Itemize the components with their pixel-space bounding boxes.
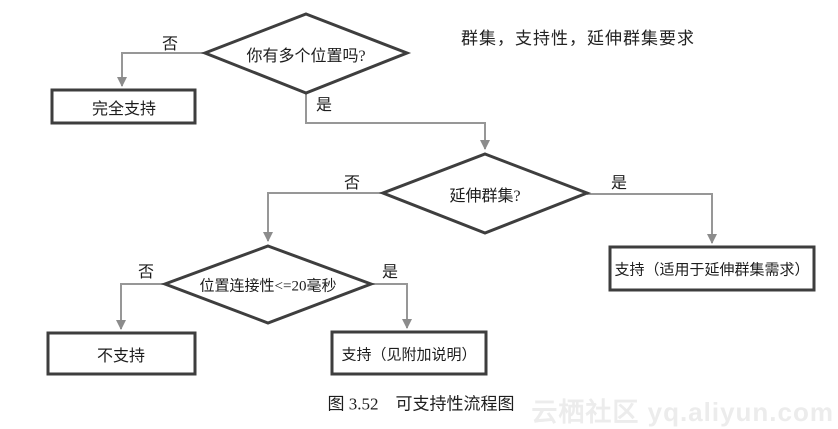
edge-no-to-latency-question (263, 192, 383, 242)
edge-label-yes-stretched: 是 (610, 175, 628, 192)
edge-label-yes-locations: 是 (315, 97, 333, 114)
watermark-text: 云栖社区 yq.aliyun.com (531, 397, 834, 427)
decision-label-locations: 你有多个位置吗? (246, 48, 366, 65)
edge-no-to-fully-supported (117, 52, 205, 87)
result-label-not-supported: 不支持 (96, 348, 146, 365)
edge-yes-to-stretched-question (305, 93, 490, 150)
result-box-supported-stretched (608, 245, 816, 292)
edge-label-no-locations: 否 (161, 36, 179, 53)
decision-diamond-latency (160, 244, 376, 325)
result-label-fully-supported: 完全支持 (91, 101, 157, 118)
result-box-supported-notes (330, 330, 488, 376)
edge-no-to-not-supported (116, 283, 165, 330)
edge-yes-to-supported-notes (371, 283, 412, 329)
figure-caption: 图 3.52 可支持性流程图 (327, 394, 515, 414)
edge-label-yes-latency: 是 (381, 264, 399, 281)
decision-label-latency: 位置连接性<=20毫秒 (199, 278, 337, 295)
result-box-not-supported (46, 331, 197, 376)
result-box-fully-supported (50, 88, 197, 125)
diagram-title-note: 群集，支持性，延伸群集要求 (461, 29, 695, 48)
result-label-supported-stretched: 支持（适用于延伸群集需求） (614, 262, 810, 279)
decision-label-stretched: 延伸群集? (449, 188, 521, 205)
edge-label-no-latency: 否 (137, 264, 155, 281)
decision-diamond-stretched (378, 152, 592, 235)
decision-diamond-locations (200, 12, 412, 95)
edge-label-no-stretched: 否 (343, 175, 361, 192)
result-label-supported-notes: 支持（见附加说明） (341, 347, 477, 364)
edge-yes-to-supported-stretched (587, 193, 717, 244)
